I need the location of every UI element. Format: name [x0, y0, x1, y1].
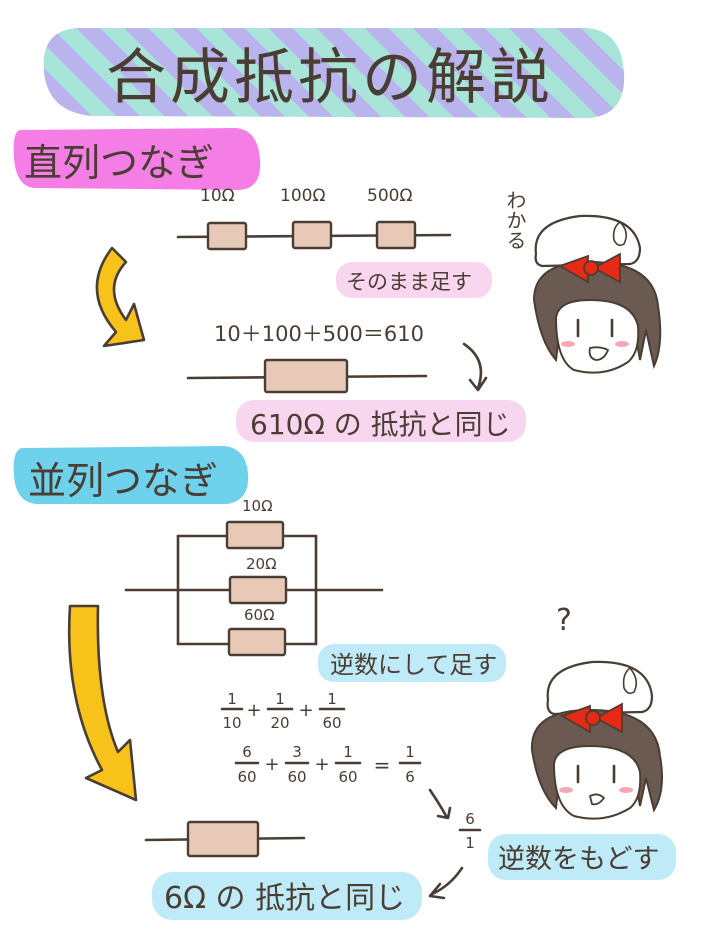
- parallel-circuit: [124, 520, 384, 657]
- series-heading: 直列つなぎ: [24, 141, 214, 185]
- frac2-2-num: 3: [292, 743, 302, 761]
- parallel-heading-bg: [13, 446, 249, 504]
- fraction-row-2: 6 60 + 3 60 + 1 60 = 1 6: [234, 743, 422, 786]
- frac2-3-num: 1: [343, 743, 353, 761]
- title-banner: 合成抵抗の解説: [43, 28, 625, 118]
- frac1-1-den: 10: [222, 714, 241, 732]
- result-arrow: [428, 866, 464, 900]
- parallel-down-arrow: [67, 604, 138, 802]
- frac1-3-num: 1: [327, 690, 337, 708]
- series-small-arrow: [462, 342, 488, 392]
- sum-den: 6: [405, 768, 415, 786]
- frac2-3-den: 60: [338, 768, 357, 786]
- frac1-3-den: 60: [322, 714, 341, 732]
- parallel-result-bg: [152, 872, 422, 920]
- series-section: 直列つなぎ 10Ω 100Ω 500Ω そのまま足す 10＋100＋500＝61…: [13, 128, 527, 442]
- parallel-character-comment: ?: [556, 603, 572, 638]
- series-heading-bg: [13, 128, 261, 190]
- frac1-1-num: 1: [227, 690, 237, 708]
- series-label-10: 10Ω: [200, 186, 235, 206]
- parallel-resistor-20: [228, 575, 288, 605]
- parallel-combined-resistor: [186, 820, 260, 858]
- inverse-num: 6: [465, 810, 475, 828]
- series-hint: そのまま足す: [346, 270, 472, 294]
- plus-2b: +: [314, 754, 329, 775]
- inverse-label: 逆数をもどす: [498, 844, 659, 875]
- frac2-1-num: 6: [242, 743, 252, 761]
- series-hint-bg: [336, 262, 492, 298]
- series-result-bg: [236, 400, 526, 442]
- series-resistor-100: [291, 220, 333, 250]
- plus-1a: +: [246, 700, 261, 721]
- frac1-2-den: 20: [270, 714, 289, 732]
- parallel-label-10: 10Ω: [242, 497, 273, 515]
- parallel-label-20: 20Ω: [246, 555, 277, 573]
- sum-num: 1: [405, 743, 415, 761]
- series-character-comment: わかる: [503, 190, 527, 250]
- series-result: 610Ω の 抵抗と同じ: [250, 408, 511, 441]
- series-resistor-500: [375, 220, 417, 250]
- frac2-2-den: 60: [287, 768, 306, 786]
- parallel-resistor-10: [225, 520, 285, 550]
- fraction-row-1: 1 10 + 1 20 + 1 60: [220, 690, 346, 732]
- parallel-heading: 並列つなぎ: [28, 459, 218, 503]
- frac2-1-den: 60: [237, 768, 256, 786]
- parallel-hint: 逆数にして足す: [330, 651, 497, 679]
- parallel-label-60: 60Ω: [244, 606, 275, 624]
- series-comment-text: わかる: [503, 190, 527, 250]
- parallel-hint-bg: [318, 644, 506, 682]
- parallel-result: 6Ω の 抵抗と同じ: [164, 881, 405, 916]
- character-confused: [530, 660, 663, 820]
- series-equation: 10＋100＋500＝610: [214, 322, 424, 346]
- series-label-500: 500Ω: [367, 186, 412, 206]
- series-down-arrow: [95, 246, 146, 348]
- series-circuit: [176, 220, 452, 251]
- page-title: 合成抵抗の解説: [106, 43, 554, 113]
- parallel-section: 並列つなぎ 10Ω 20Ω 60Ω 逆数にして足す 1 10 +: [13, 446, 676, 920]
- series-combined-resistor: [263, 358, 349, 394]
- plus-1b: +: [298, 700, 313, 721]
- frac1-2-num: 1: [275, 690, 285, 708]
- character-happy: [532, 214, 662, 374]
- series-resistor-10: [206, 221, 248, 251]
- plus-2a: +: [264, 754, 279, 775]
- inverse-den: 1: [465, 834, 475, 852]
- equals-sign: =: [374, 753, 391, 777]
- series-label-100: 100Ω: [280, 186, 325, 206]
- inverse-arrow: [428, 788, 452, 820]
- parallel-combined-circuit: [144, 820, 306, 858]
- series-combined-circuit: [186, 358, 428, 394]
- parallel-resistor-60: [227, 627, 287, 657]
- inverse-label-bg: [488, 834, 676, 880]
